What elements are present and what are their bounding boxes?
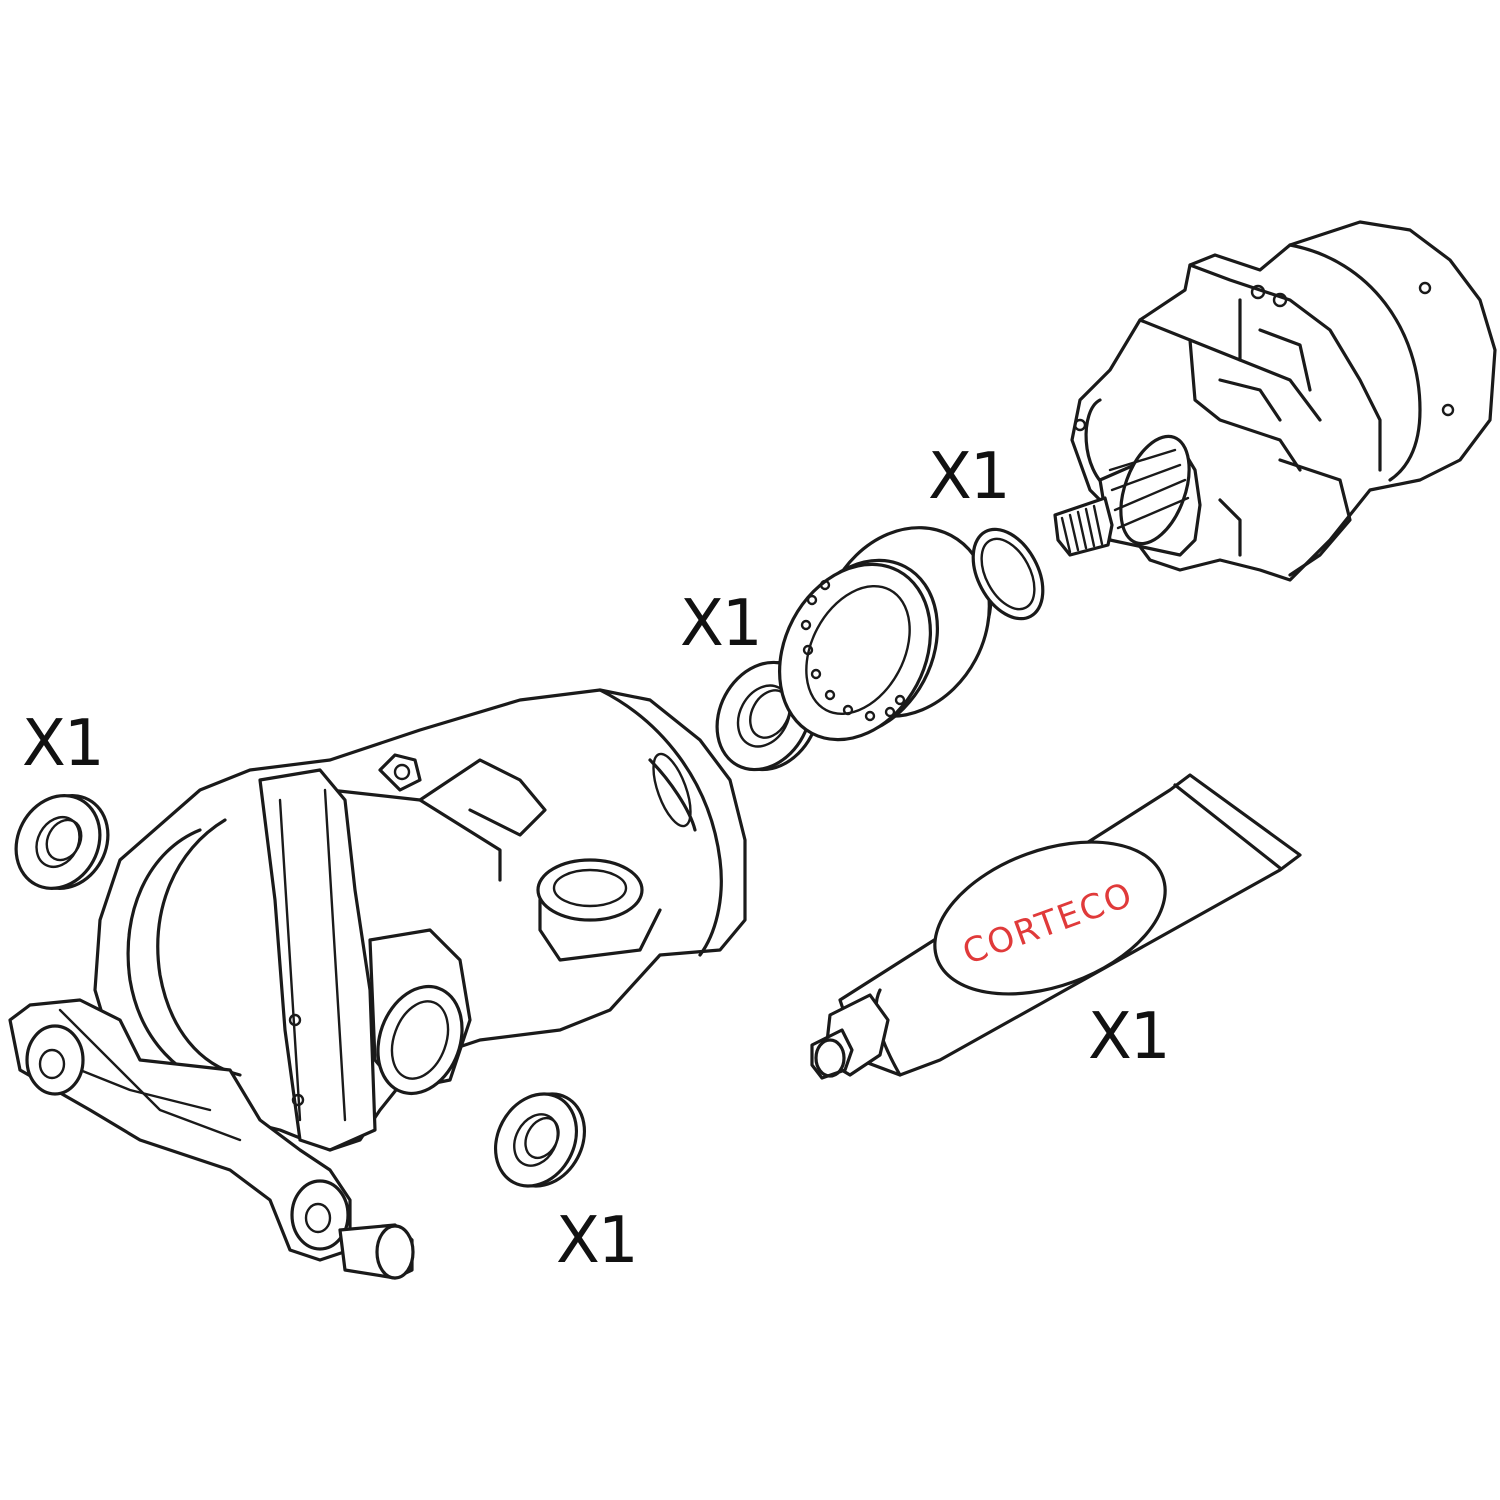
- tapered-roller-bearing: [777, 526, 993, 742]
- differential-housing: [8, 688, 747, 1280]
- top-ring: [971, 527, 1045, 621]
- quantity-label-left-seal: X1: [22, 707, 103, 781]
- left-oil-seal: [14, 794, 110, 890]
- pinion-housing: [1053, 220, 1497, 582]
- bearing-rollers: [800, 579, 906, 722]
- grease-tube: CORTECO: [810, 773, 1302, 1080]
- quantity-label-top-ring: X1: [928, 440, 1009, 514]
- quantity-label-middle-seal: X1: [680, 587, 761, 661]
- thread-lines: [1060, 504, 1104, 554]
- bottom-oil-seal: [493, 1092, 587, 1188]
- quantity-label-bottom-seal: X1: [556, 1204, 637, 1278]
- quantity-label-grease-tube: X1: [1088, 1000, 1169, 1074]
